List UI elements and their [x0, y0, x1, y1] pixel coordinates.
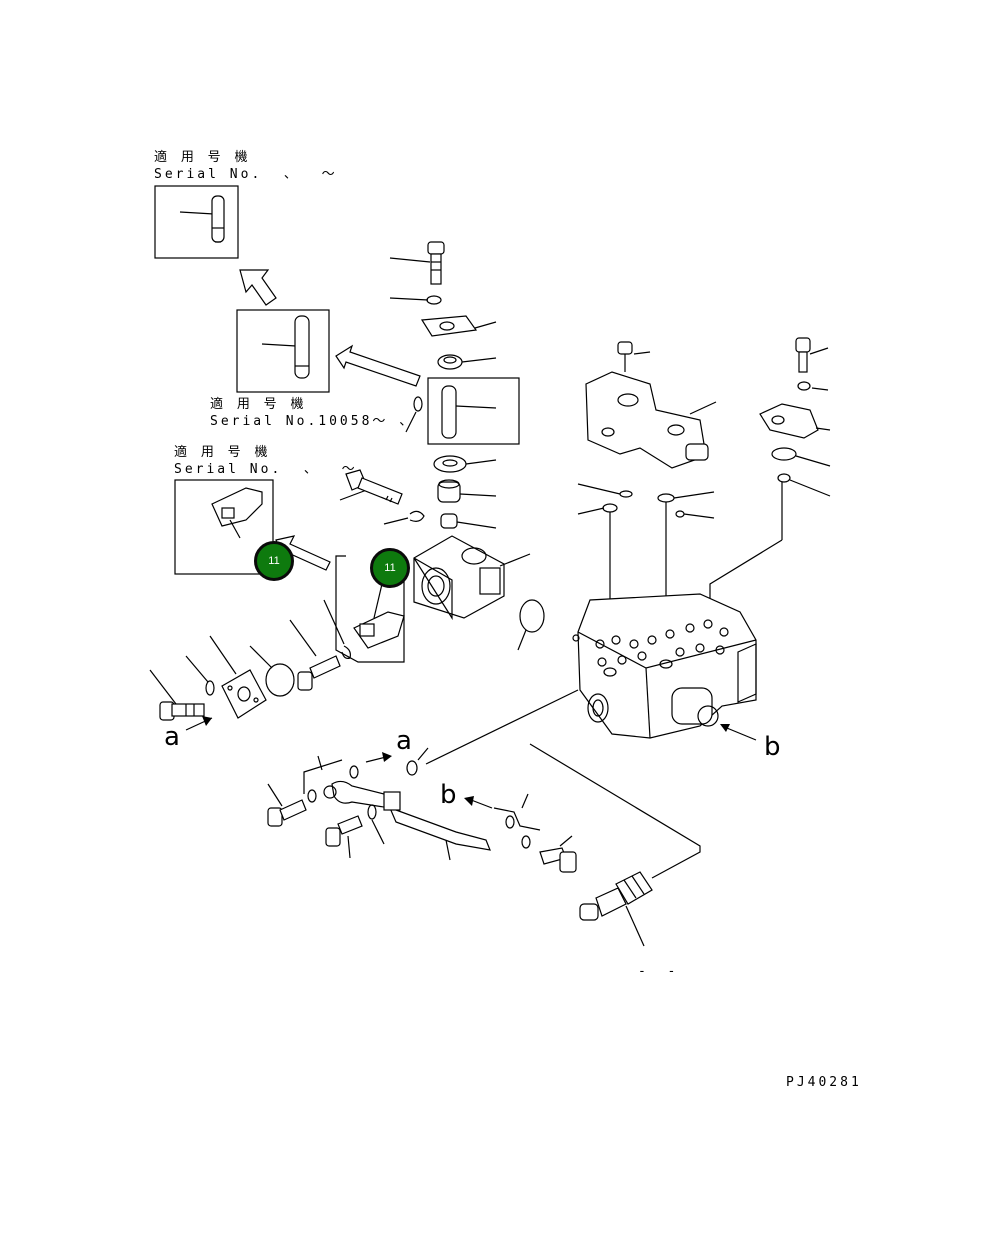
- left-cover-set: [149, 619, 341, 721]
- arrow-b-right: [720, 724, 757, 741]
- hollow-arrow-to-inset-2: [335, 344, 421, 387]
- part-callout-badge[interactable]: 11: [254, 541, 294, 581]
- ref-letter-a-left: a: [164, 722, 180, 752]
- inset-serial-1: [154, 185, 239, 259]
- bottom-mark: - -: [638, 964, 678, 979]
- applicable-label-3: 適 用 号 機: [174, 445, 271, 460]
- right-top-parts: [577, 337, 831, 666]
- long-bolt: [339, 469, 425, 525]
- ref-letter-b-pipe: b: [440, 780, 457, 810]
- ref-letter-a-pipe: a: [396, 726, 412, 756]
- pipe-assembly: [267, 747, 577, 873]
- inset-serial-3: [174, 479, 274, 575]
- ref-letter-b-right: b: [764, 732, 781, 762]
- serial-label-1: Serial No. 、 ～: [154, 167, 338, 182]
- serial-label-2: Serial No.10058～ 、: [210, 414, 416, 429]
- hollow-arrow-to-inset-1: [239, 269, 277, 306]
- main-valve-block: [572, 593, 757, 739]
- part-callout-badge[interactable]: 11: [370, 548, 410, 588]
- o-ring-housing: [517, 599, 545, 651]
- applicable-label-2: 適 用 号 機: [210, 397, 307, 412]
- center-stack: [389, 241, 520, 529]
- leader-lines-block: [425, 689, 701, 879]
- lever-bracket: [323, 555, 405, 663]
- drawing-number: PJ40281: [786, 1075, 862, 1090]
- applicable-label-1: 適 用 号 機: [154, 150, 251, 165]
- arrow-a-left: [185, 716, 213, 731]
- sensor: [579, 871, 653, 947]
- inset-serial-2: [236, 309, 330, 393]
- serial-label-3: Serial No. 、 ～: [174, 462, 358, 477]
- valve-housing: [413, 535, 531, 621]
